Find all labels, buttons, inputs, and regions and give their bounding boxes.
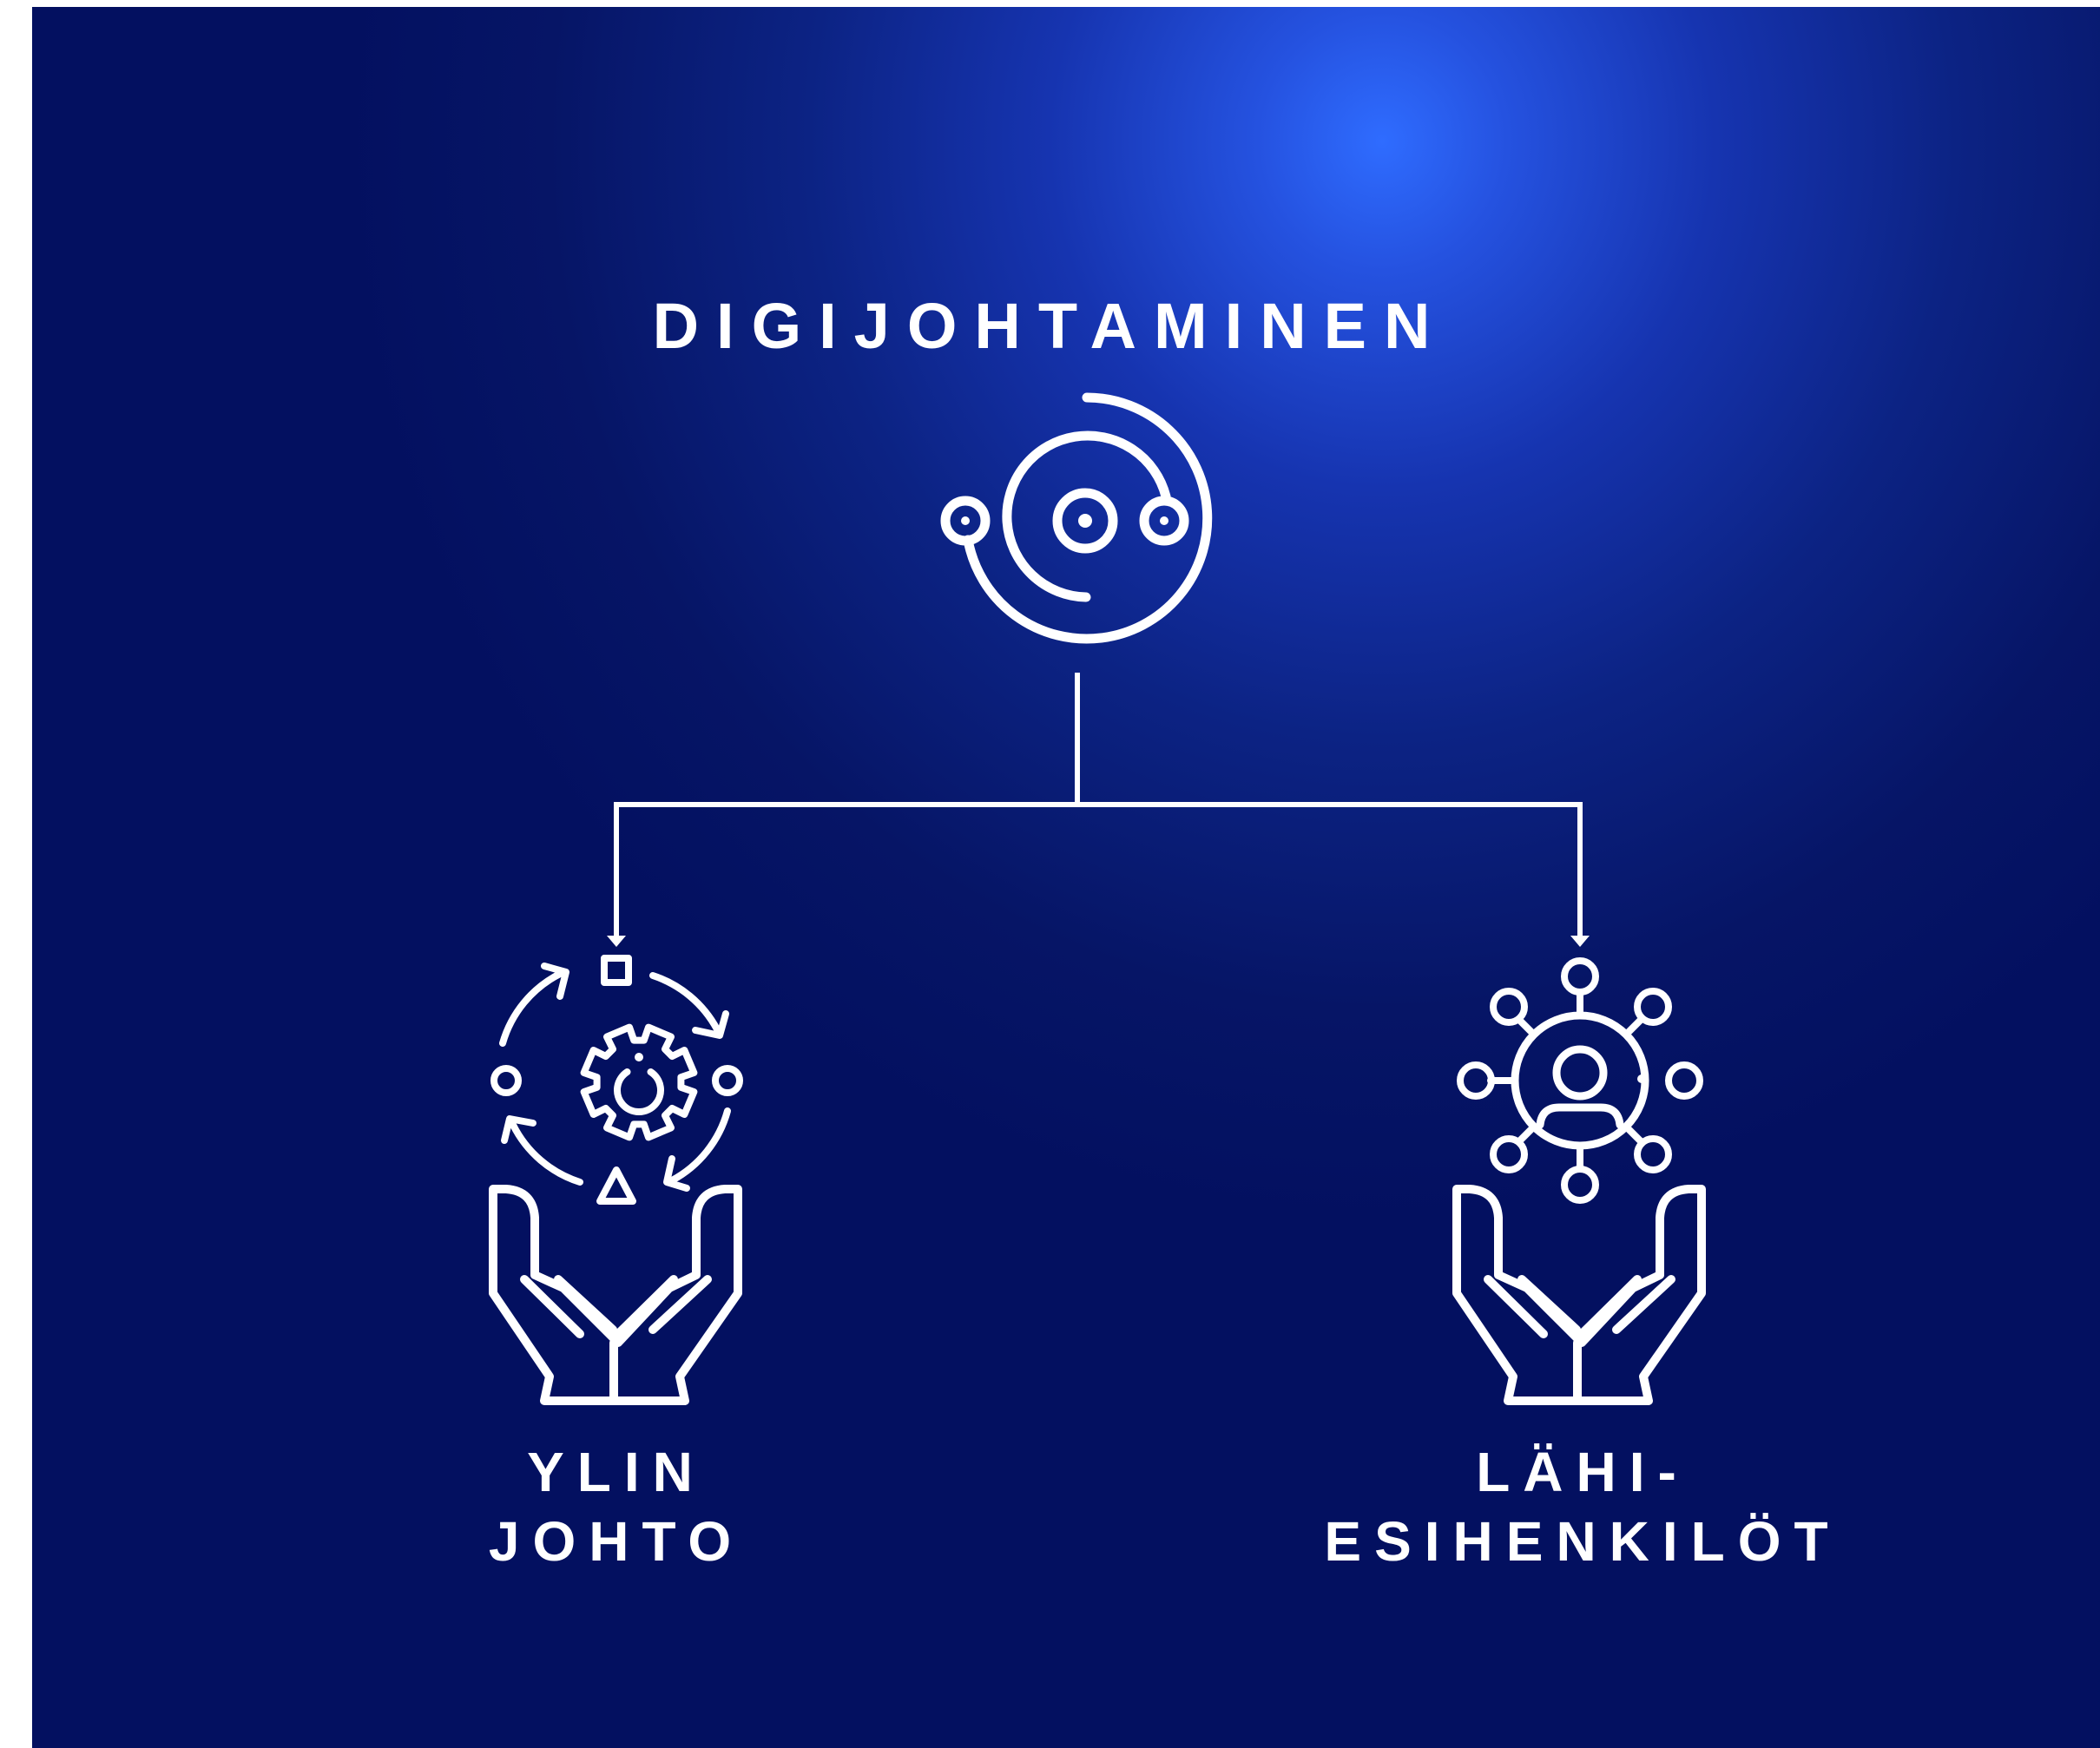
node-label-line: ESIHENKILÖT [1324, 1510, 1841, 1573]
connector-arrowheads [607, 936, 1590, 947]
node-label-lahiesihenkilot: LÄHI- ESIHENKILÖT [1279, 1437, 1886, 1576]
node-label-line: YLIN [527, 1441, 706, 1503]
node-label-line: JOHTO [488, 1510, 745, 1573]
node-label-ylin-johto: YLIN JOHTO [399, 1437, 833, 1576]
hands-holding-network-icon [1452, 957, 1706, 1405]
diagram-background [32, 7, 2100, 1748]
digital-orbit-icon [940, 392, 1213, 644]
node-label-line: LÄHI- [1476, 1441, 1689, 1503]
connector-lines [614, 673, 1583, 936]
diagram-title: DIGIJOHTAMINEN [652, 290, 1448, 362]
hands-holding-gear-icon [489, 955, 743, 1405]
